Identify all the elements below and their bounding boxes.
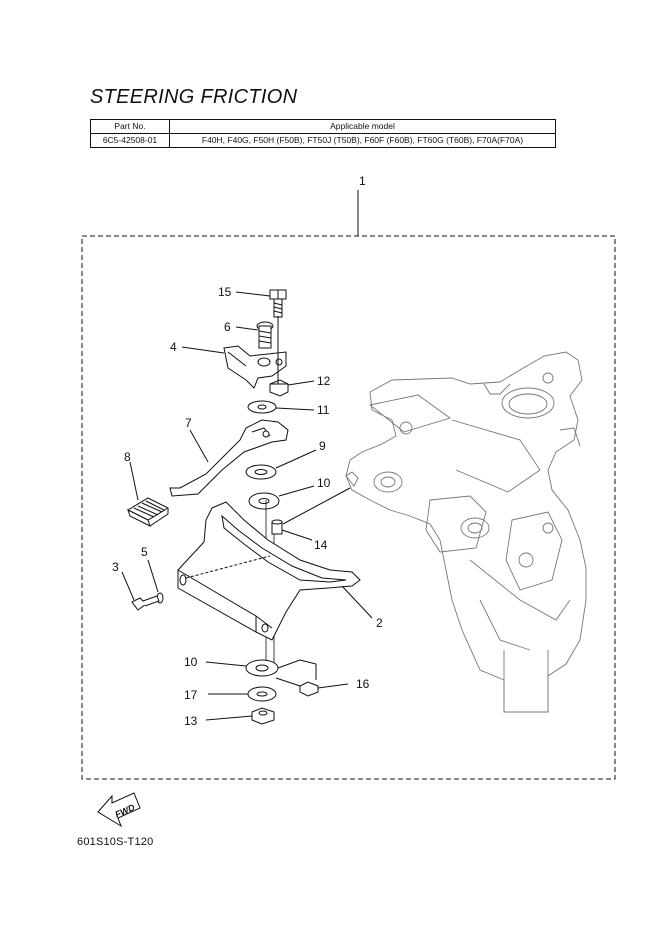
fwd-arrow-icon: FWD — [97, 792, 141, 828]
leader-line — [205, 715, 253, 721]
callout-1: 1 — [359, 174, 366, 188]
leader-line — [147, 559, 159, 593]
friction-plate-4 — [223, 345, 287, 389]
leader-line — [317, 683, 349, 689]
leader-line — [299, 659, 317, 680]
leader-line — [235, 291, 271, 297]
leader-line — [235, 326, 259, 331]
figure-code: 601S10S-T120 — [77, 836, 154, 848]
washer-9 — [245, 464, 277, 480]
callout-9: 9 — [319, 439, 326, 453]
bushing-14 — [271, 519, 283, 535]
applicable-model-table: Part No. Applicable model 6C5-42508-01 F… — [90, 119, 556, 148]
callout-17: 17 — [184, 688, 198, 702]
applicable-model-cell: F40H, F40G, F50H (F50B), FT50J (T50B), F… — [169, 133, 556, 148]
nut-13 — [251, 707, 275, 725]
callout-15: 15 — [218, 285, 232, 299]
applicable-model-header: Applicable model — [169, 119, 556, 134]
bolt-3 — [131, 595, 160, 611]
exploded-parts-diagram: 1 15 6 4 12 11 7 9 8 10 14 5 3 2 10 16 1… — [81, 174, 616, 828]
leader-line — [205, 661, 247, 667]
leader-line — [341, 585, 373, 619]
leader-line — [282, 487, 351, 525]
leader-line — [181, 346, 225, 354]
callout-3: 3 — [112, 560, 119, 574]
table-row: 6C5-42508-01 F40H, F40G, F50H (F50B), FT… — [90, 133, 556, 148]
callout-11: 11 — [317, 403, 330, 417]
bolt-15 — [269, 289, 287, 318]
callout-10-upper: 10 — [317, 476, 331, 490]
steering-bracket-2 — [177, 501, 361, 641]
table-header-row: Part No. Applicable model — [90, 119, 556, 134]
swivel-bracket-outline — [345, 351, 587, 713]
leader-line — [275, 677, 301, 687]
washer-10-upper — [248, 492, 280, 510]
screw-6 — [256, 321, 274, 349]
callout-7: 7 — [185, 416, 192, 430]
part-no-cell: 6C5-42508-01 — [90, 133, 170, 148]
assembly-boundary — [81, 235, 616, 780]
nut-12 — [269, 379, 289, 397]
nut-16 — [299, 681, 319, 697]
leader-line — [277, 659, 301, 669]
part-no-header: Part No. — [90, 119, 170, 134]
leader-line — [275, 407, 315, 411]
friction-lever-7 — [169, 419, 289, 497]
washer-11 — [247, 400, 277, 414]
callout-10-lower: 10 — [184, 655, 198, 669]
leader-line — [278, 485, 315, 497]
callout-6: 6 — [224, 320, 231, 334]
page-title: STEERING FRICTION — [90, 86, 298, 108]
leader-line — [189, 429, 209, 463]
leader-line — [129, 461, 139, 501]
leader-line — [281, 529, 313, 541]
leader-line — [287, 380, 315, 386]
washer-10-lower — [245, 659, 279, 677]
callout-12: 12 — [317, 374, 331, 388]
callout-2: 2 — [376, 616, 383, 630]
callout-14: 14 — [314, 538, 328, 552]
callout-16: 16 — [356, 677, 370, 691]
callout-5: 5 — [141, 545, 148, 559]
leader-line — [121, 571, 135, 601]
callout-13: 13 — [184, 714, 198, 728]
lever-grip-8 — [126, 497, 170, 527]
callout-8: 8 — [124, 450, 131, 464]
leader-line — [275, 449, 317, 469]
callout-4: 4 — [170, 340, 177, 354]
washer-17 — [247, 686, 277, 702]
